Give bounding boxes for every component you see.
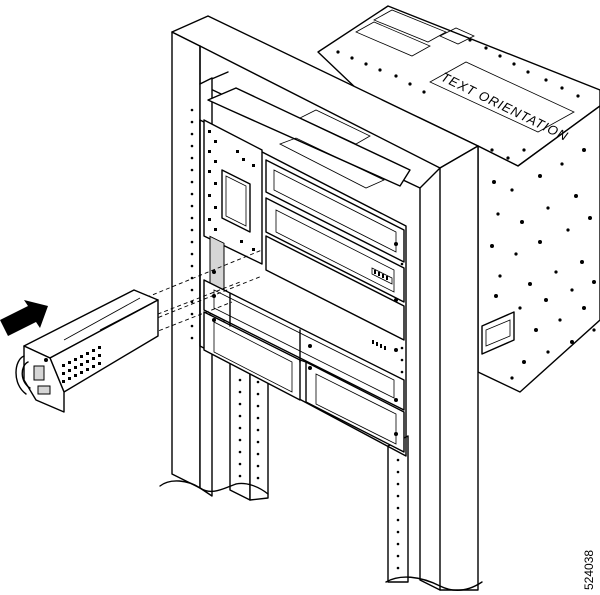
chassis-rear-body: TEXT ORIENTATION — [317, 5, 600, 393]
insert-direction-arrow — [0, 300, 48, 336]
psu-handle — [15, 355, 27, 395]
chassis-front — [199, 87, 411, 457]
figure-id: 524038 — [582, 549, 596, 590]
vent-grid — [62, 346, 101, 383]
linecard-detail — [208, 130, 255, 324]
power-supply-module — [15, 289, 159, 413]
